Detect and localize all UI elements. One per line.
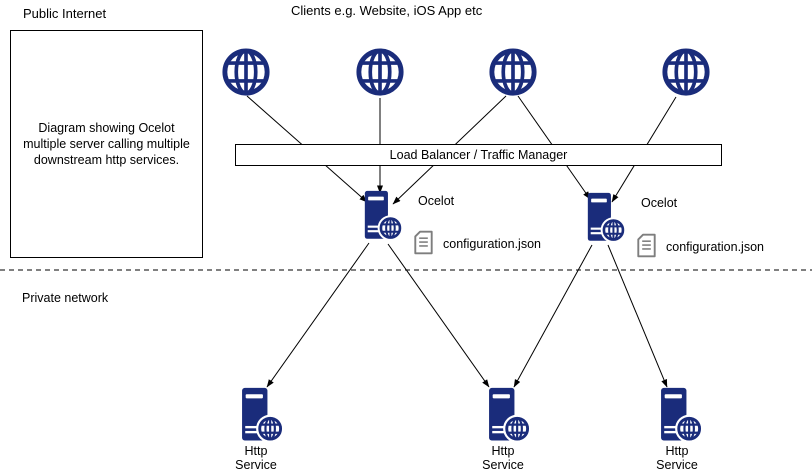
server-with-globe-icon <box>660 387 702 445</box>
public-internet-label: Public Internet <box>23 6 107 21</box>
arrow-gateway1-service1 <box>266 242 370 388</box>
globe-icon <box>220 46 272 98</box>
service-label: Http Service <box>656 444 698 472</box>
service-label: Http Service <box>235 444 277 472</box>
load-balancer-label: Load Balancer / Traffic Manager <box>389 148 568 162</box>
globe-icon <box>354 46 406 98</box>
server-with-globe-icon <box>364 190 402 243</box>
arrow-gateway2-service3 <box>607 244 668 388</box>
gateway-label: Ocelot <box>418 194 455 208</box>
server-with-globe-icon <box>587 192 625 245</box>
config-file-label: configuration.json <box>666 240 764 254</box>
arrow-gateway2-service2 <box>513 244 593 388</box>
service-label: Http Service <box>482 444 524 472</box>
document-icon <box>414 230 433 255</box>
clients-title: Clients e.g. Website, iOS App etc <box>291 3 483 18</box>
globe-icon <box>660 46 712 98</box>
arrow-gateway1-service2 <box>387 243 490 388</box>
load-balancer-box: Load Balancer / Traffic Manager <box>235 144 722 166</box>
config-file-label: configuration.json <box>443 237 541 251</box>
server-with-globe-icon <box>241 387 283 445</box>
gateway-label: Ocelot <box>641 196 678 210</box>
document-icon <box>637 233 656 258</box>
server-with-globe-icon <box>488 387 530 445</box>
description-text: Diagram showing Ocelot multiple server c… <box>23 121 190 167</box>
globe-icon <box>487 46 539 98</box>
private-network-label: Private network <box>22 291 109 305</box>
description-box: Diagram showing Ocelot multiple server c… <box>10 30 203 258</box>
